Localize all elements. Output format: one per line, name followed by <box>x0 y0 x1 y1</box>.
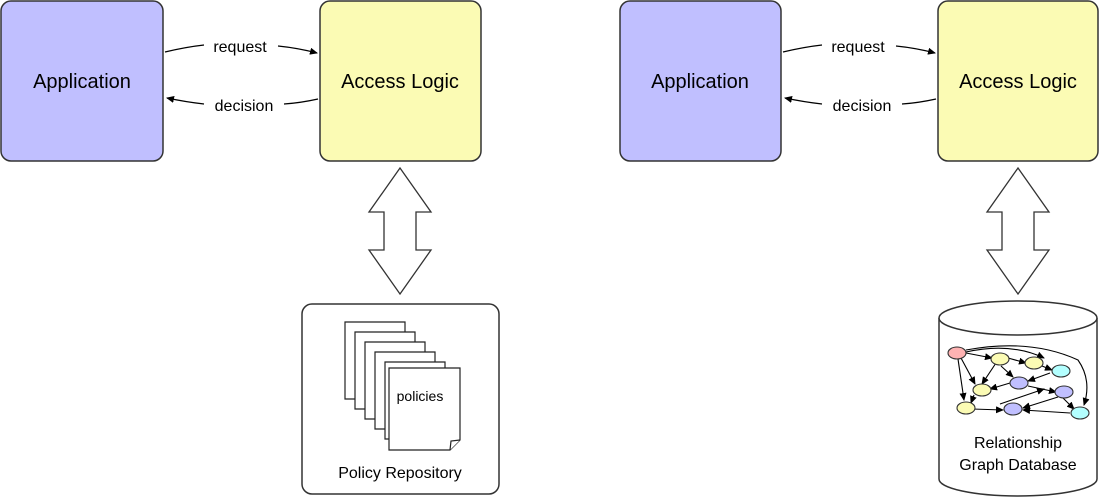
left-decision-label: decision <box>215 98 274 115</box>
graph-node <box>1009 376 1029 390</box>
right-request-label: request <box>831 39 885 56</box>
right-decision-label: decision <box>833 98 892 115</box>
left-request-arrow <box>164 44 205 53</box>
graph-database-label-line2: Graph Database <box>959 457 1077 474</box>
right-decision-arrow-tail <box>901 98 937 105</box>
policies-document-label: policies <box>397 388 444 404</box>
graph-node <box>947 346 967 360</box>
graph-node <box>1070 406 1090 420</box>
left-request-label: request <box>213 39 267 56</box>
left-application-box <box>0 0 164 162</box>
right-access-logic-label: Access Logic <box>959 71 1077 93</box>
graph-node <box>972 383 992 397</box>
left-double-arrow <box>367 166 433 296</box>
right-decision-arrow <box>784 96 823 105</box>
graph-node <box>990 352 1010 366</box>
graph-node <box>1054 385 1074 399</box>
right-request-arrow-tail <box>895 45 936 55</box>
graph-node <box>1024 356 1044 370</box>
left-access-logic-box <box>319 0 482 162</box>
graph-node <box>956 401 976 415</box>
graph-node <box>1003 402 1023 416</box>
policies-document <box>388 367 461 451</box>
graph-node <box>1051 364 1071 378</box>
left-application-label: Application <box>33 71 131 93</box>
right-double-arrow <box>985 166 1051 296</box>
left-request-arrow-tail <box>277 45 318 55</box>
left-decision-arrow <box>166 96 205 105</box>
relationship-graph-icon <box>947 345 1090 420</box>
right-diagram: Application Access Logic request decisio… <box>619 0 1099 497</box>
policy-documents-icon <box>344 321 461 451</box>
right-access-logic-box <box>937 0 1099 162</box>
right-application-label: Application <box>651 71 749 93</box>
policy-repository-label: Policy Repository <box>338 465 462 482</box>
left-decision-arrow-tail <box>283 98 319 105</box>
right-application-box <box>619 0 782 162</box>
left-diagram: Application Access Logic request decisio… <box>0 0 500 495</box>
graph-database-label-line1: Relationship <box>974 435 1062 452</box>
left-access-logic-label: Access Logic <box>341 71 459 93</box>
right-request-arrow <box>782 44 823 53</box>
